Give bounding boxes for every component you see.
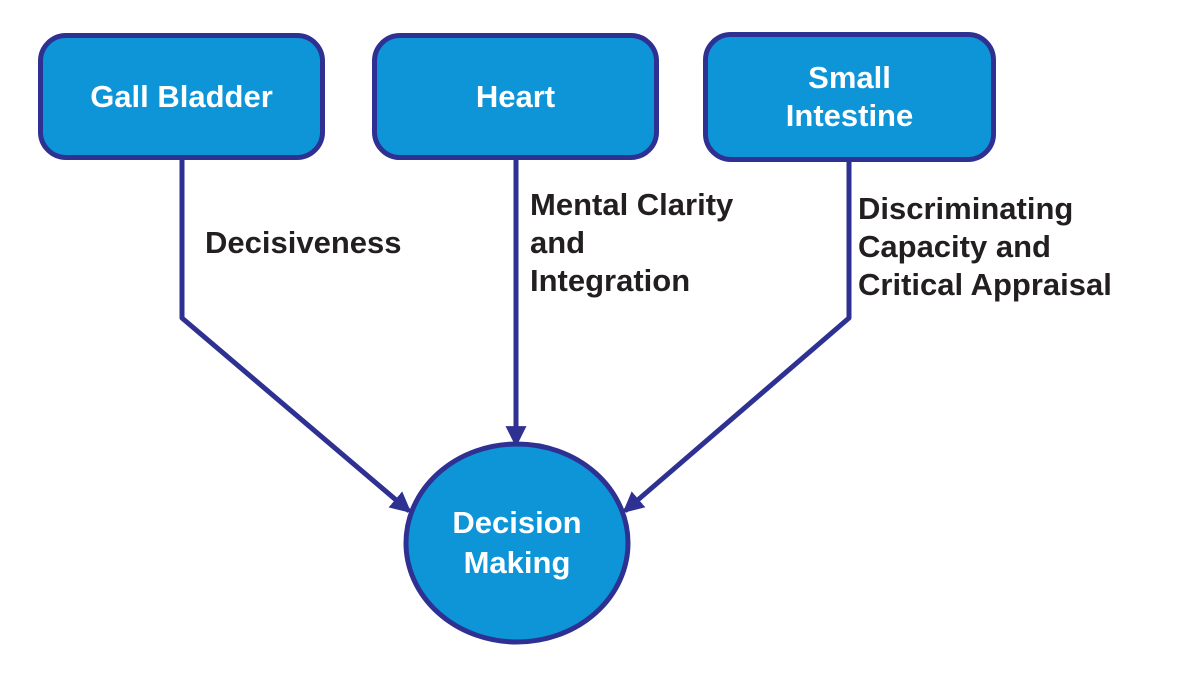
node-heart: Heart xyxy=(372,33,659,160)
node-heart-label: Heart xyxy=(475,78,556,114)
edge-label-decisiveness: Decisiveness xyxy=(205,225,402,260)
node-decision-making-label-line1: Decision xyxy=(452,505,582,540)
node-gall-bladder: Gall Bladder xyxy=(38,33,325,160)
node-decision-making-label-line2: Making xyxy=(463,545,571,580)
edge-label-discriminating-capacity-critical-appraisal: Discriminating Capacity and Critical App… xyxy=(858,191,1112,302)
arrow-gall-bladder-to-decision-making xyxy=(179,160,412,514)
node-decision-making: Decision Making xyxy=(405,443,629,643)
edge-label-mental-clarity-and-integration: Mental Clarity and Integration xyxy=(530,187,734,298)
node-small-intestine-label-line1: Small xyxy=(808,60,891,95)
node-small-intestine-label-line2: Intestine xyxy=(785,98,914,133)
node-small-intestine: Small Intestine xyxy=(703,32,996,162)
node-gall-bladder-label: Gall Bladder xyxy=(90,78,273,114)
arrow-small-intestine-to-decision-making xyxy=(622,162,852,514)
